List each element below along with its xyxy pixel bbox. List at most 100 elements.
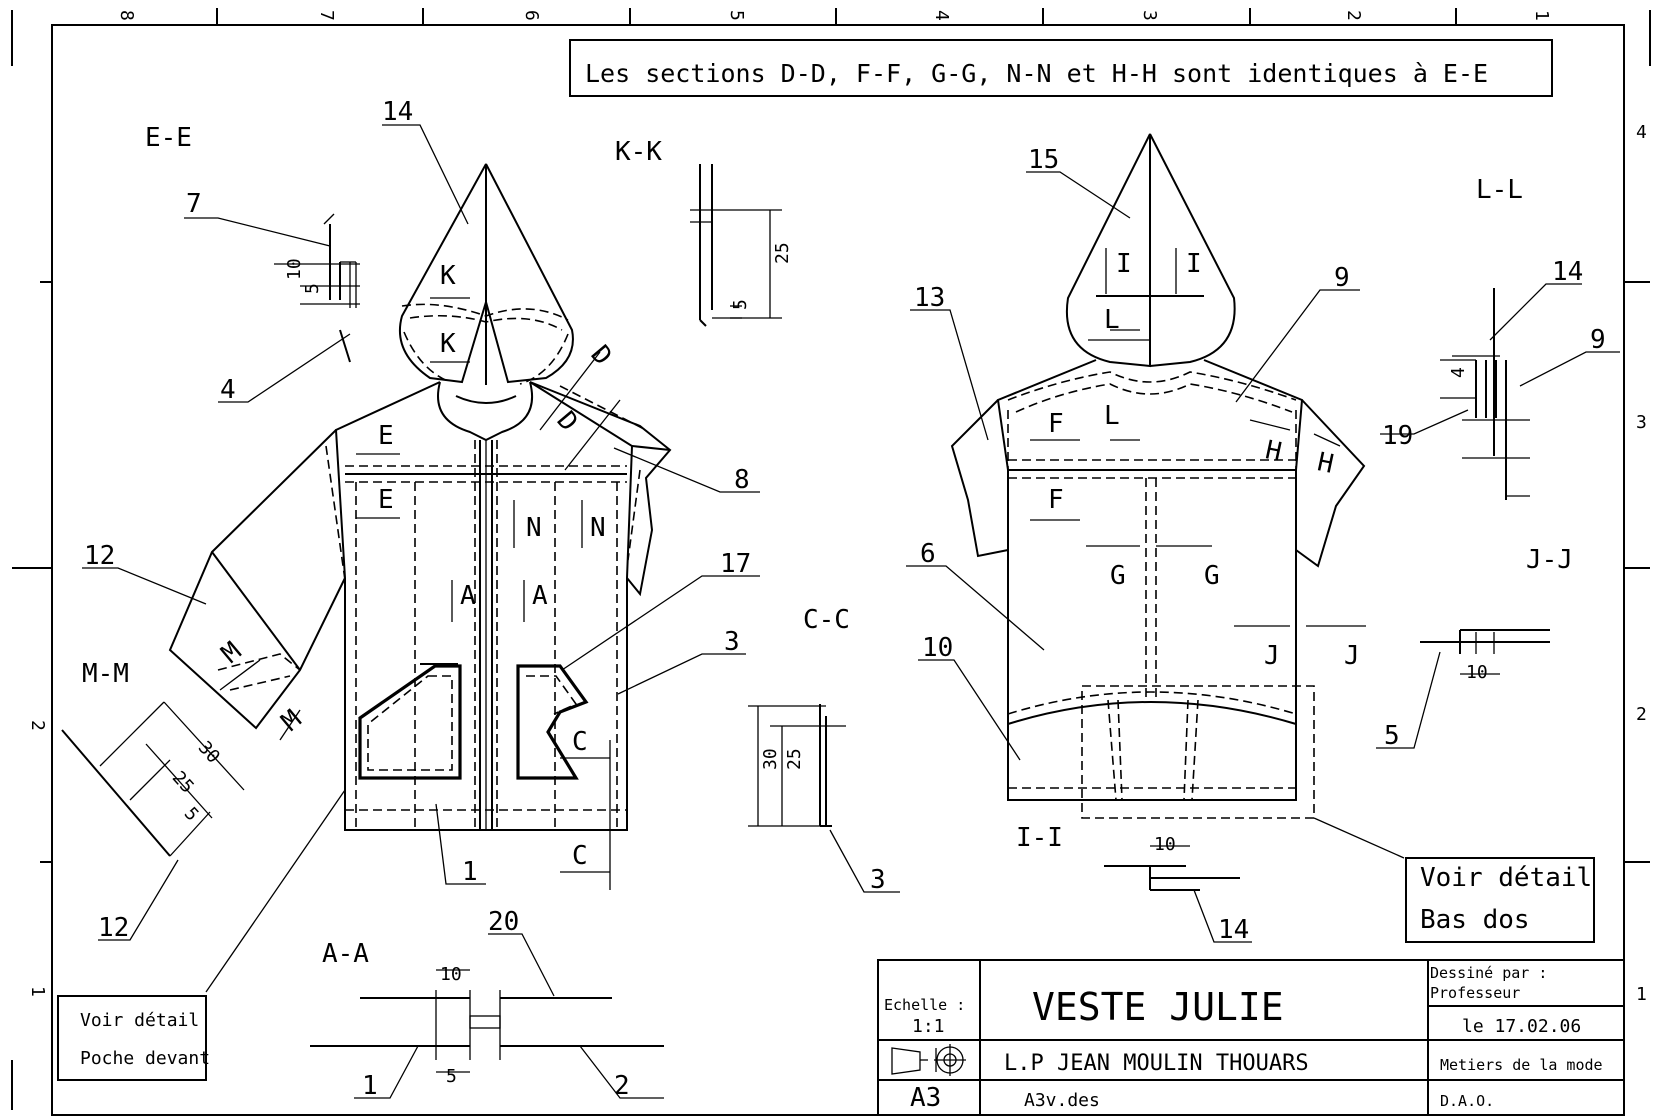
cut-letter: A xyxy=(532,581,548,611)
right-mark: 3 xyxy=(1636,412,1647,433)
cut-letter: H xyxy=(1263,435,1285,468)
leader-number: 20 xyxy=(488,907,519,937)
paper-format: A3 xyxy=(910,1083,941,1113)
top-mark: 8 xyxy=(116,10,137,21)
leader-number: 9 xyxy=(1590,325,1606,355)
pocket-detail-callout: Voir détail Poche devant xyxy=(57,995,210,1081)
right-mark: 4 xyxy=(1636,122,1647,143)
leader-number: 3 xyxy=(724,627,740,657)
leader-number: 2 xyxy=(614,1071,630,1101)
leader-number: 7 xyxy=(186,189,202,219)
leader-number: 5 xyxy=(1384,721,1400,751)
jacket-back-view xyxy=(950,133,1366,819)
section-label: A-A xyxy=(322,939,369,969)
leader-number: 3 xyxy=(870,865,886,895)
title-block: Echelle : 1:1 VESTE JULIE Dessiné par : … xyxy=(877,959,1625,1116)
top-mark: 7 xyxy=(316,10,337,21)
dimension: 25 xyxy=(772,242,793,264)
callout-text: Poche devant xyxy=(80,1048,210,1069)
section-label: I-I xyxy=(1016,823,1063,853)
jacket-front-view xyxy=(168,163,672,831)
dimension: 10 xyxy=(1466,662,1488,683)
section-label: E-E xyxy=(145,123,192,153)
leader-number: 6 xyxy=(920,539,936,569)
callout-text: Bas dos xyxy=(1420,905,1530,935)
leader-number: 12 xyxy=(84,541,115,571)
department: Metiers de la mode xyxy=(1440,1056,1603,1074)
leader-number: 14 xyxy=(1218,915,1249,945)
dimension: 30 xyxy=(760,748,781,770)
leader-number: 19 xyxy=(1382,421,1413,451)
top-zone-marks: 8 7 6 5 4 3 2 1 xyxy=(116,10,1552,21)
cut-letter: G xyxy=(1110,561,1126,591)
dimension: 5 xyxy=(302,283,323,294)
leader-number: 15 xyxy=(1028,145,1059,175)
leader-number: 12 xyxy=(98,913,129,943)
cut-letter: G xyxy=(1204,561,1220,591)
top-mark: 3 xyxy=(1139,10,1160,21)
dimension: 10 xyxy=(440,964,462,985)
sections-note-text: Les sections D-D, F-F, G-G, N-N et H-H s… xyxy=(585,59,1488,88)
cut-letter: I xyxy=(1116,249,1132,279)
top-mark: 4 xyxy=(931,10,952,21)
dimension: 10 xyxy=(1154,834,1176,855)
cut-letter: M xyxy=(276,704,307,737)
leader-number: 14 xyxy=(1552,257,1583,287)
cut-letter: J xyxy=(1344,641,1360,671)
callout-text: Voir détail xyxy=(80,1010,199,1031)
right-mark: 2 xyxy=(1636,704,1647,725)
dimension: 5 xyxy=(730,299,751,310)
section-label: K-K xyxy=(615,137,662,167)
top-mark: 6 xyxy=(521,10,542,21)
dimension: 5 xyxy=(180,803,203,825)
leader-number: 14 xyxy=(382,97,413,127)
cut-letter: C xyxy=(572,841,588,871)
cut-letter: H xyxy=(1315,447,1337,480)
dimension: 25 xyxy=(168,767,198,797)
section-label: J-J xyxy=(1526,545,1573,575)
leader-number: 4 xyxy=(220,375,236,405)
cut-letter: C xyxy=(572,727,588,757)
cut-letter: M xyxy=(216,636,247,669)
top-mark: 2 xyxy=(1343,10,1364,21)
leader-number: 17 xyxy=(720,549,751,579)
cut-letter: L xyxy=(1104,305,1120,335)
file-name: A3v.des xyxy=(1024,1090,1100,1111)
cut-letter: K xyxy=(440,329,456,359)
scale-label: Echelle : xyxy=(884,996,965,1014)
cut-letter: N xyxy=(526,513,542,543)
cut-letter: E xyxy=(378,485,394,515)
drawn-by-label: Dessiné par : xyxy=(1430,964,1547,982)
cut-letter: L xyxy=(1104,401,1120,431)
leader-lines xyxy=(82,124,1620,1099)
right-mark: 1 xyxy=(1636,984,1647,1005)
front-cut-markers: K K D D E E N N A A C C M M xyxy=(216,261,621,890)
leader-number: 9 xyxy=(1334,263,1350,293)
cut-letter: F xyxy=(1048,409,1064,439)
cut-letter: K xyxy=(440,261,456,291)
back-cut-markers: I I L L F F H H G G J J xyxy=(1030,248,1366,671)
drawing-frame xyxy=(11,8,1651,1116)
section-label: C-C xyxy=(803,605,850,635)
school-name: L.P JEAN MOULIN THOUARS xyxy=(1004,1051,1309,1076)
left-mark: 2 xyxy=(27,720,48,731)
dimension: 5 xyxy=(446,1066,457,1087)
top-mark: 1 xyxy=(1531,10,1552,21)
leader-number: 1 xyxy=(462,857,478,887)
section-label: L-L xyxy=(1476,175,1523,205)
drawing-title: VESTE JULIE xyxy=(1032,985,1284,1029)
drawing-date: le 17.02.06 xyxy=(1462,1016,1581,1037)
section-label: M-M xyxy=(82,659,129,689)
cut-letter: A xyxy=(460,581,476,611)
leader-numbers: 14 7 4 8 12 17 3 1 12 20 1 2 3 15 13 9 1… xyxy=(84,97,1606,1101)
scale-value: 1:1 xyxy=(912,1016,945,1037)
cut-letter: J xyxy=(1264,641,1280,671)
dimension: 4 xyxy=(1448,367,1469,378)
cut-letter: I xyxy=(1186,249,1202,279)
leader-number: 10 xyxy=(922,633,953,663)
callout-text: Voir détail xyxy=(1420,863,1592,893)
leader-number: 1 xyxy=(362,1071,378,1101)
dao-label: D.A.O. xyxy=(1440,1092,1494,1110)
left-zone-marks: 2 1 xyxy=(27,720,48,997)
dimension: 10 xyxy=(284,258,305,280)
